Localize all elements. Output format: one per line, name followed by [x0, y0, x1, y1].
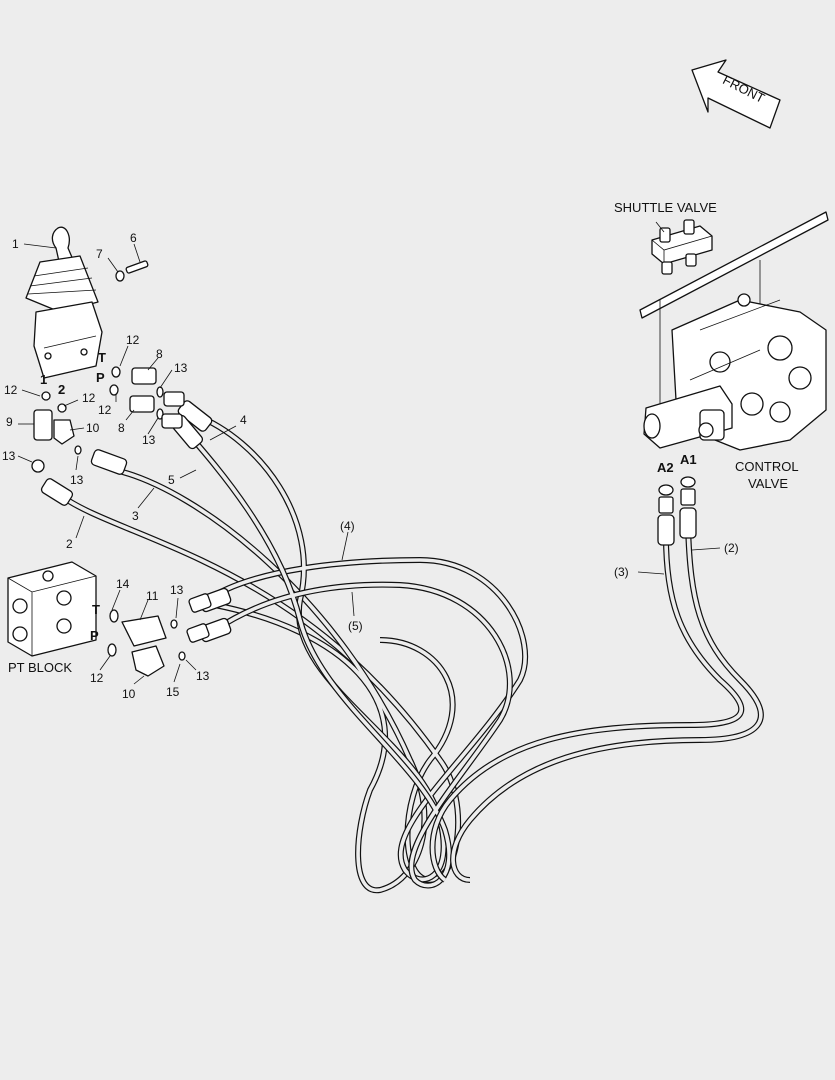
callout-7: 7 [96, 247, 103, 261]
callout-12d: 12 [82, 391, 96, 405]
callout-12c: 12 [4, 383, 18, 397]
pt-block [7, 561, 97, 657]
port-2: 2 [58, 382, 65, 397]
hose-5 [182, 428, 513, 889]
callouts: 1 7 6 12 8 13 12 8 13 12 12 9 10 13 13 4… [2, 231, 739, 701]
callout-14: 14 [116, 577, 130, 591]
callout-3: 3 [132, 509, 139, 523]
callout-9: 9 [6, 415, 13, 429]
callout-12b: 12 [98, 403, 112, 417]
callout-13f: 13 [196, 669, 210, 683]
callout-5: 5 [168, 473, 175, 487]
callout-10b: 10 [122, 687, 136, 701]
bolt-and-washer [115, 260, 149, 282]
callout-1: 1 [12, 237, 19, 251]
port-p-valve: P [96, 370, 105, 385]
callout-8a: 8 [156, 347, 163, 361]
pt-block-fittings [107, 593, 212, 677]
control-valve-fittings [658, 476, 696, 514]
callout-13c: 13 [2, 449, 16, 463]
port-t-valve: T [98, 350, 106, 365]
callout-13a: 13 [174, 361, 188, 375]
leader-lines [17, 221, 721, 685]
port-a1: A1 [680, 452, 697, 467]
hose-4 [193, 412, 528, 883]
front-arrow: FRONT [691, 59, 781, 129]
hoses [40, 400, 764, 894]
control-valve-label-1: CONTROL [735, 459, 799, 474]
callout-2-paren: (2) [724, 541, 739, 555]
valve-fittings [31, 366, 185, 473]
pt-block-label: PT BLOCK [8, 660, 72, 675]
shuttle-valve-label: SHUTTLE VALVE [614, 200, 717, 215]
callout-2: 2 [66, 537, 73, 551]
callout-4: 4 [240, 413, 247, 427]
callout-3-paren: (3) [614, 565, 629, 579]
callout-15: 15 [166, 685, 180, 699]
control-valve-label-2: VALVE [748, 476, 788, 491]
port-labels: T P 1 2 T P A2 A1 [40, 350, 697, 643]
pilot-control-valve [25, 226, 103, 379]
port-1: 1 [40, 372, 47, 387]
callout-13e: 13 [170, 583, 184, 597]
control-valve [643, 293, 827, 451]
shuttle-valve [651, 219, 713, 275]
port-a2: A2 [657, 460, 674, 475]
callout-13b: 13 [142, 433, 156, 447]
hose-2-control [450, 524, 764, 883]
callout-12a: 12 [126, 333, 140, 347]
hose-3-control [429, 529, 745, 883]
callout-11: 11 [146, 589, 159, 603]
callout-13d: 13 [70, 473, 84, 487]
component-labels: SHUTTLE VALVE CONTROL VALVE PT BLOCK [8, 200, 799, 675]
callout-5-paren: (5) [348, 619, 363, 633]
hose-3 [114, 467, 428, 894]
callout-4-paren: (4) [340, 519, 355, 533]
callout-12e: 12 [90, 671, 104, 685]
callout-10a: 10 [86, 421, 100, 435]
callout-6: 6 [130, 231, 137, 245]
port-p-block: P [90, 628, 99, 643]
port-t-block: T [92, 602, 100, 617]
callout-8b: 8 [118, 421, 125, 435]
